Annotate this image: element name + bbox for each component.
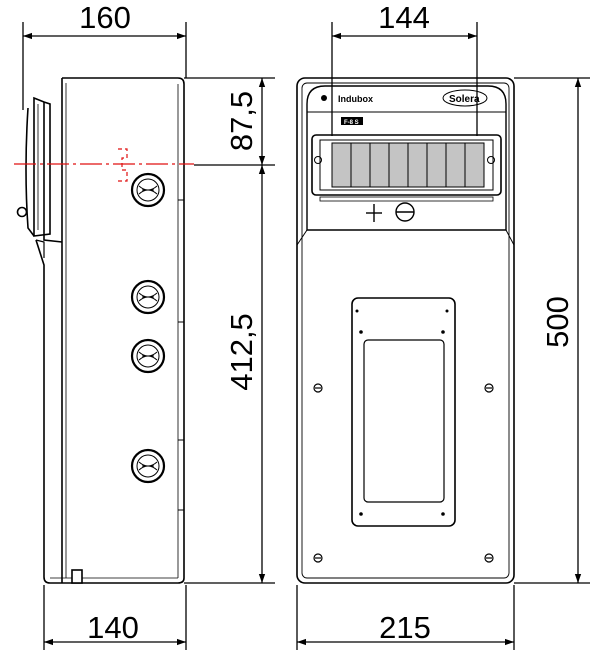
screw-icon: [395, 202, 415, 222]
dimension-labels: 160 144 87,5 412,5 500 140 215: [79, 0, 575, 645]
lid-symbols: [366, 202, 415, 222]
screw-icon: [484, 383, 494, 393]
cable-gland: [130, 448, 166, 484]
din-module: [350, 142, 371, 188]
module-tag-plate: [341, 117, 363, 125]
dim-label-215: 215: [379, 610, 431, 645]
section-mark: [14, 148, 194, 182]
din-module: [388, 142, 409, 188]
side-hinge-knob: [16, 206, 28, 218]
side-view: [14, 77, 194, 584]
module-window: [311, 134, 502, 196]
cable-gland: [130, 172, 166, 208]
front-outer-body: [296, 77, 515, 584]
screw-icon: [313, 383, 323, 393]
dim-label-144: 144: [378, 0, 430, 35]
screws: [313, 383, 494, 563]
cable-gland: [130, 338, 166, 374]
plate-holes: [355, 309, 449, 516]
cable-gland: [130, 279, 166, 315]
din-module: [426, 142, 447, 188]
dim-label-160: 160: [79, 0, 131, 35]
module-tag-label: F-8 S: [344, 120, 359, 126]
din-module: [464, 142, 485, 188]
screw-icon: [484, 553, 494, 563]
din-module: [331, 142, 352, 188]
brand-left-label: Indubox: [338, 94, 373, 104]
front-branding: Indubox Solera F-8 S: [321, 89, 488, 126]
dimension-lines: [22, 22, 590, 650]
blank-plate: [351, 297, 456, 527]
din-modules: [331, 142, 485, 188]
side-lid-handle: [33, 96, 51, 237]
din-module: [445, 142, 466, 188]
front-view: [296, 77, 515, 584]
brand-right-badge: [442, 89, 488, 107]
brand-left-icon: [321, 95, 327, 101]
front-lid: [306, 85, 507, 231]
brand-right-label: Solera: [449, 94, 480, 105]
plate-window: [363, 339, 445, 503]
din-module: [369, 142, 390, 188]
dim-label-87-5: 87,5: [224, 91, 259, 151]
plus-icon: [366, 204, 382, 222]
side-body-outline: [35, 77, 185, 584]
dim-label-140: 140: [87, 610, 139, 645]
dim-label-500: 500: [540, 296, 575, 348]
din-module: [407, 142, 428, 188]
cable-glands: [130, 172, 166, 484]
dim-label-412-5: 412,5: [224, 313, 259, 391]
screw-icon: [313, 553, 323, 563]
